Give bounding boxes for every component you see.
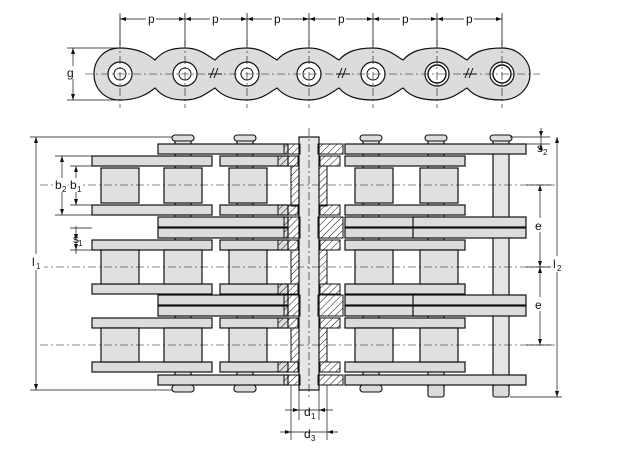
d3-subscript: 3 [311, 434, 316, 443]
plan-pins [174, 136, 510, 391]
s1-subscript: 1 [78, 239, 83, 248]
b1-subscript: 1 [77, 185, 82, 194]
pitch-label-5: p [402, 12, 409, 26]
height-dimension: g [66, 47, 120, 101]
pitch-label-3: p [274, 12, 281, 26]
l2-subscript: 2 [557, 264, 562, 273]
pitch-label-4: p [338, 12, 345, 26]
l1-label: l [32, 255, 35, 269]
s2-subscript: 2 [543, 148, 548, 157]
plan-pin-heads [171, 134, 513, 398]
b1-label: b [70, 178, 77, 192]
s2-dimension: s 2 [510, 128, 550, 157]
e-label-bottom: e [535, 298, 542, 312]
pitch-label-1: p [148, 12, 155, 26]
plan-centerlines [40, 128, 555, 400]
e-label-top: e [535, 219, 542, 233]
s2-label: s [537, 141, 543, 155]
s1-label: s [73, 232, 79, 246]
d3-label: d [304, 427, 311, 441]
pitch-label-6: p [466, 12, 473, 26]
d1-subscript: 1 [311, 412, 316, 421]
l2-dimension: l 2 [510, 137, 566, 398]
b-dimensions: b 2 b 1 s 1 [55, 155, 100, 254]
chain-plan-view [30, 128, 555, 400]
d-dimensions: d 1 d 3 [280, 385, 338, 443]
side-view-pin-axes [119, 40, 503, 108]
l2-label: l [553, 257, 556, 271]
chain-side-view [85, 40, 540, 108]
b2-label: b [55, 178, 62, 192]
plan-rollers [100, 167, 459, 363]
pitch-label-2: p [212, 12, 219, 26]
d1-label: d [304, 405, 311, 419]
e-dimensions: e e [526, 184, 552, 346]
pitch-dimensions: p p p p p p [119, 12, 503, 46]
l1-dimension: l 1 [30, 137, 44, 390]
height-label: g [67, 66, 74, 80]
plan-plates [91, 143, 527, 386]
b2-subscript: 2 [62, 185, 67, 194]
l1-subscript: 1 [36, 262, 41, 271]
